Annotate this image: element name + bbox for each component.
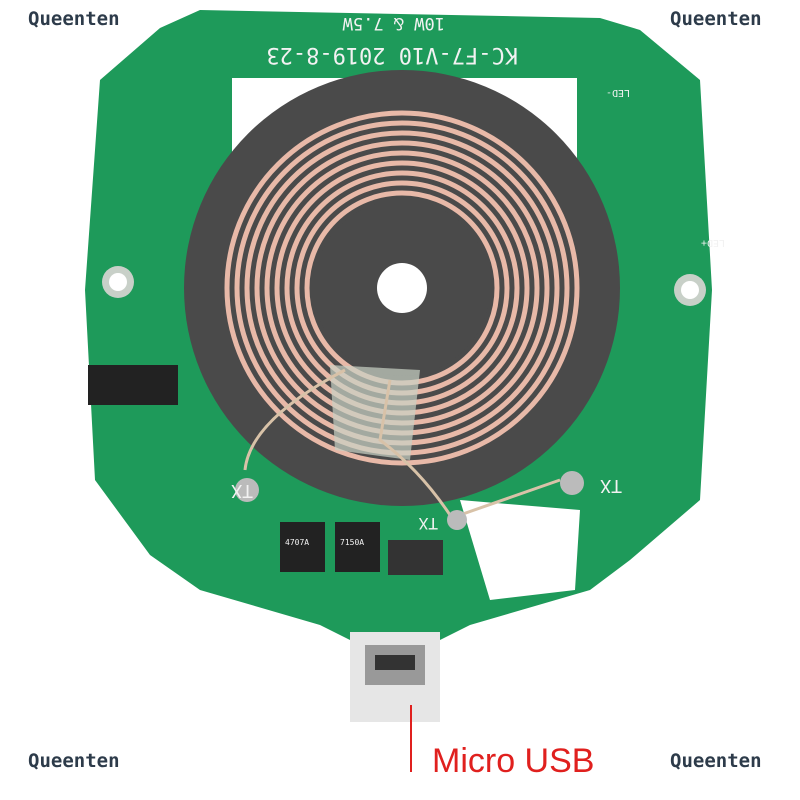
led-minus-label: LED- xyxy=(606,87,630,98)
pcb-model-label: KC-F7-V10 2019-8-23 xyxy=(266,42,518,67)
tx-label: TX xyxy=(418,514,438,533)
watermark-bottom-right: Queenten xyxy=(670,750,762,772)
chip-label: 7150A xyxy=(340,538,364,547)
watermark-top-left: Queenten xyxy=(28,8,120,30)
chip-label: 4707A xyxy=(285,538,309,547)
watermark-bottom-left: Queenten xyxy=(28,750,120,772)
tx-label: TX xyxy=(231,480,253,501)
tx-label: TX xyxy=(600,475,622,496)
watermark-top-right: Queenten xyxy=(670,8,762,30)
micro-usb-caption: Micro USB xyxy=(432,742,595,780)
pcb-power-label: 10W & 7.5W xyxy=(342,13,445,33)
led-plus-label: LED+ xyxy=(701,237,725,248)
